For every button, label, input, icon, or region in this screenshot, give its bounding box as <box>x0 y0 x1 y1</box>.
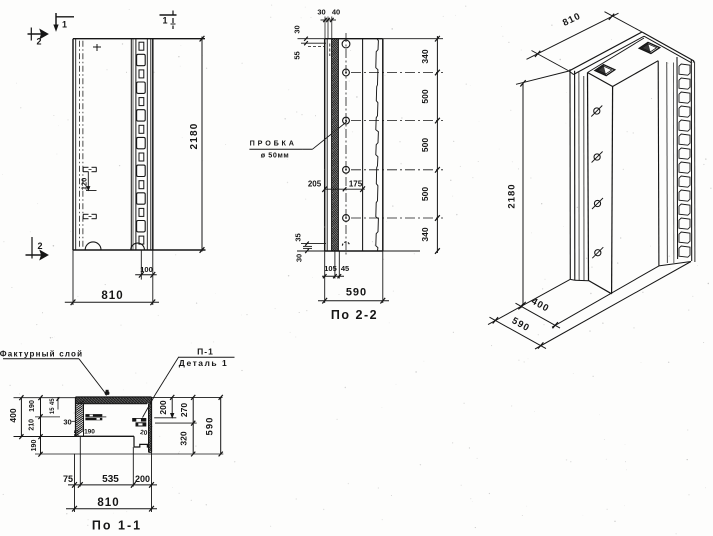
svg-text:Деталь 1: Деталь 1 <box>179 358 228 368</box>
svg-text:100: 100 <box>140 265 153 274</box>
svg-text:По 1-1: По 1-1 <box>92 519 142 533</box>
svg-text:Фактурный слой: Фактурный слой <box>0 350 83 359</box>
svg-text:1: 1 <box>162 16 167 26</box>
svg-text:190: 190 <box>84 429 95 436</box>
svg-text:2180: 2180 <box>189 122 200 149</box>
svg-text:2180: 2180 <box>507 183 518 208</box>
svg-text:200: 200 <box>158 400 168 414</box>
svg-text:П-1: П-1 <box>197 347 214 357</box>
svg-text:30: 30 <box>317 8 325 17</box>
svg-text:205: 205 <box>308 180 322 189</box>
svg-text:30: 30 <box>295 254 304 262</box>
svg-text:2: 2 <box>36 37 41 47</box>
svg-text:320: 320 <box>179 431 189 445</box>
svg-text:340: 340 <box>420 49 430 63</box>
svg-text:190: 190 <box>29 400 36 412</box>
svg-text:ø 50мм: ø 50мм <box>261 151 290 160</box>
svg-text:45: 45 <box>50 398 56 405</box>
svg-text:340: 340 <box>420 227 430 241</box>
svg-text:55: 55 <box>293 51 302 59</box>
svg-text:810: 810 <box>97 497 119 509</box>
svg-text:20: 20 <box>140 429 149 437</box>
svg-text:105: 105 <box>324 264 337 273</box>
svg-text:35: 35 <box>74 430 81 438</box>
svg-text:500: 500 <box>420 89 430 103</box>
svg-text:35: 35 <box>294 233 303 241</box>
svg-text:П Р О Б К А: П Р О Б К А <box>250 139 295 148</box>
svg-text:270: 270 <box>179 403 189 417</box>
svg-text:1: 1 <box>62 20 67 30</box>
svg-text:200: 200 <box>135 474 150 484</box>
svg-text:120: 120 <box>79 178 88 191</box>
svg-text:190: 190 <box>31 440 38 452</box>
svg-text:2: 2 <box>37 241 42 251</box>
svg-text:210: 210 <box>29 419 36 431</box>
svg-text:30: 30 <box>293 25 302 33</box>
svg-text:590: 590 <box>205 417 216 436</box>
svg-text:400: 400 <box>8 408 18 422</box>
svg-text:175: 175 <box>349 180 363 189</box>
svg-text:535: 535 <box>102 474 119 485</box>
svg-text:500: 500 <box>420 187 430 201</box>
svg-text:По 2-2: По 2-2 <box>331 308 378 322</box>
svg-text:590: 590 <box>346 287 367 299</box>
svg-text:500: 500 <box>420 138 430 152</box>
svg-text:30: 30 <box>63 418 71 427</box>
svg-text:45: 45 <box>341 264 349 273</box>
svg-text:40: 40 <box>332 8 340 17</box>
svg-text:810: 810 <box>101 290 123 302</box>
svg-text:15: 15 <box>50 407 56 414</box>
svg-text:75: 75 <box>63 474 73 484</box>
